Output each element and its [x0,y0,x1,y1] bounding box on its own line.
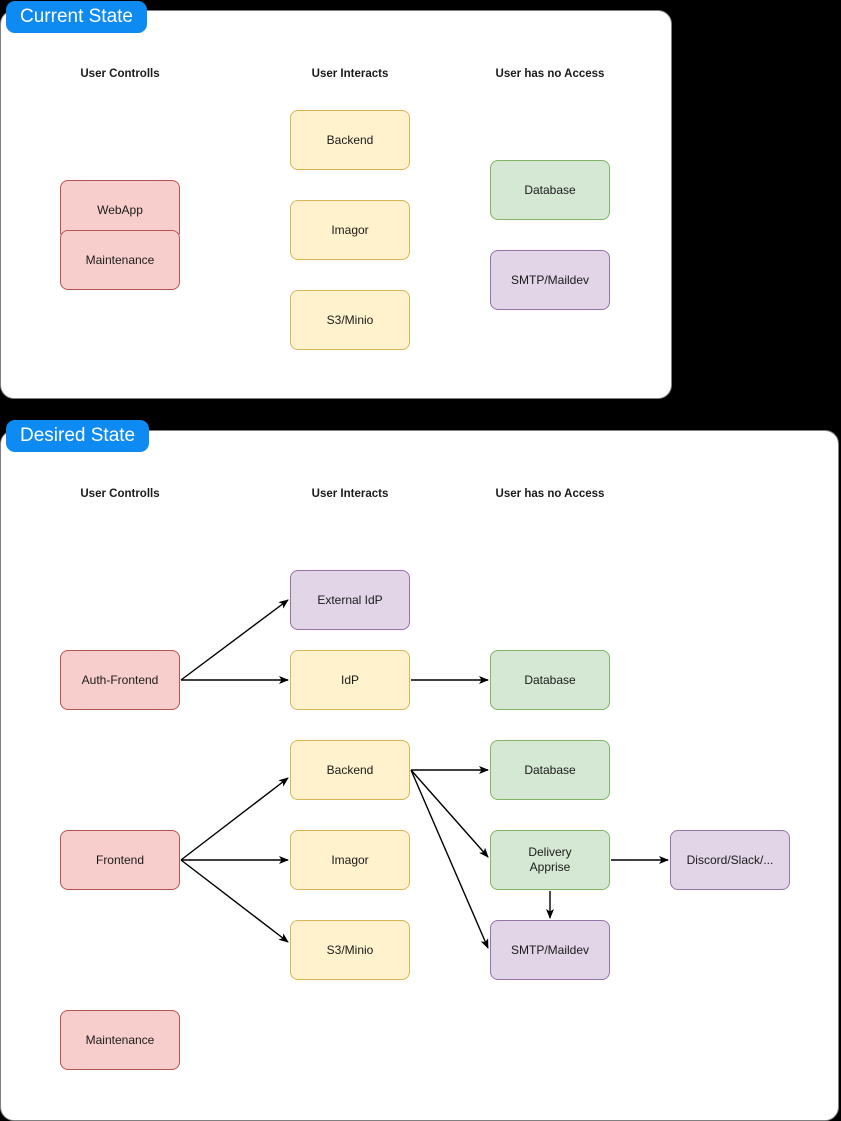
desired-state-tab[interactable]: Desired State [6,420,150,452]
desired-header-user-controls: User Controlls [80,488,160,500]
desired-node-backend[interactable]: Backend [290,740,410,800]
current-node-imagor[interactable]: Imagor [290,200,410,260]
desired-node-frontend[interactable]: Frontend [60,830,180,890]
current-header-user-no-access: User has no Access [495,68,605,80]
current-node-maintenance[interactable]: Maintenance [60,230,180,290]
desired-node-smtp-maildev[interactable]: SMTP/Maildev [490,920,610,980]
current-header-user-interacts: User Interacts [311,68,389,80]
current-header-user-controls: User Controlls [80,68,160,80]
desired-header-user-interacts: User Interacts [311,488,389,500]
desired-node-database-top[interactable]: Database [490,650,610,710]
current-node-smtp-maildev[interactable]: SMTP/Maildev [490,250,610,310]
desired-node-idp[interactable]: IdP [290,650,410,710]
current-node-database[interactable]: Database [490,160,610,220]
desired-header-user-no-access: User has no Access [495,488,605,500]
desired-node-delivery-apprise[interactable]: Delivery Apprise [490,830,610,890]
desired-node-imagor[interactable]: Imagor [290,830,410,890]
current-state-tab[interactable]: Current State [6,1,147,33]
desired-node-external-idp[interactable]: External IdP [290,570,410,630]
desired-node-auth-frontend[interactable]: Auth-Frontend [60,650,180,710]
current-node-backend[interactable]: Backend [290,110,410,170]
current-node-s3-minio[interactable]: S3/Minio [290,290,410,350]
desired-node-discord-slack[interactable]: Discord/Slack/... [670,830,790,890]
desired-node-maintenance[interactable]: Maintenance [60,1010,180,1070]
desired-node-database-mid[interactable]: Database [490,740,610,800]
desired-node-s3-minio[interactable]: S3/Minio [290,920,410,980]
